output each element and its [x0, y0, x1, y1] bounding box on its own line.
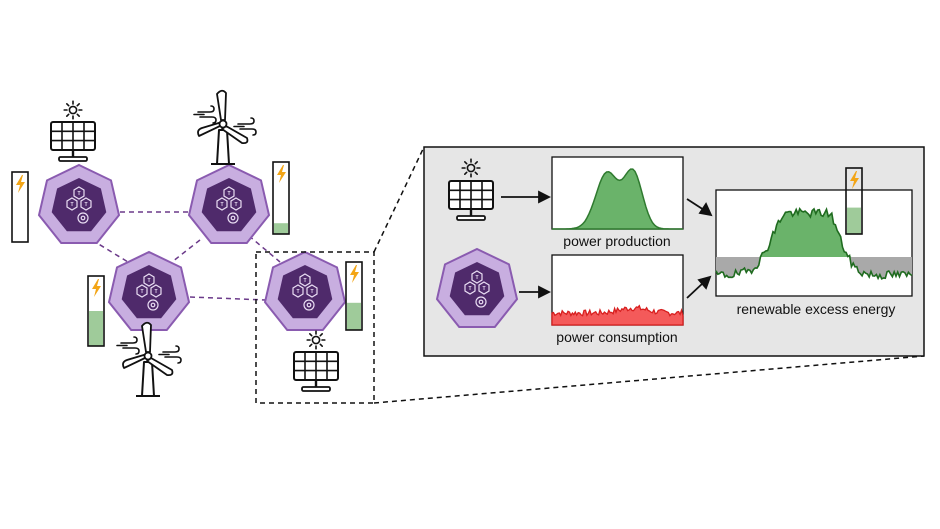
excess-chart: renewable excess energy	[715, 189, 913, 317]
zoom-projection-line	[373, 355, 925, 404]
zoom-selection-box	[255, 251, 375, 404]
link-top-middle	[171, 239, 201, 263]
excess-label: renewable excess energy	[737, 301, 896, 317]
battery-level	[274, 223, 288, 234]
wind-turbine-icon	[197, 89, 249, 165]
flow-arrows	[501, 190, 713, 299]
battery-right	[345, 261, 363, 331]
node-top-icon	[188, 164, 270, 244]
consumption-label: power consumption	[556, 329, 677, 345]
wind-turbine-icon	[122, 321, 174, 397]
link-left-middle	[91, 239, 129, 263]
battery-level	[847, 207, 861, 234]
excess-line	[715, 206, 913, 281]
node-middle-icon	[108, 251, 190, 331]
battery-level	[347, 302, 361, 330]
excess-positive-area	[716, 208, 912, 257]
zoom-projection-line	[373, 146, 425, 253]
battery-panel	[845, 167, 863, 235]
solar-panel-icon	[292, 350, 340, 393]
battery-level	[89, 311, 103, 346]
battery-top	[272, 161, 290, 235]
battery-middle	[87, 275, 105, 347]
detail-panel: power production power consumption renew…	[423, 146, 925, 357]
node-right-icon	[264, 251, 346, 331]
sun-icon	[63, 100, 83, 120]
production-chart: power production	[551, 156, 684, 249]
battery-left	[11, 171, 29, 243]
sun-icon	[306, 330, 326, 350]
consumption-chart: power consumption	[551, 254, 684, 345]
wind-gust-icon	[158, 345, 182, 364]
node-left-icon	[38, 164, 120, 244]
link-middle-right	[189, 296, 267, 301]
lightning-bolt-icon	[350, 265, 359, 283]
wind-gust-icon	[116, 336, 140, 355]
lightning-bolt-icon	[92, 279, 101, 297]
wind-gust-icon	[193, 105, 217, 124]
lightning-bolt-icon	[277, 165, 286, 183]
lightning-bolt-icon	[16, 175, 25, 193]
solar-panel-icon	[49, 120, 97, 163]
production-area	[552, 168, 683, 230]
production-label: power production	[563, 233, 670, 249]
consumption-area	[551, 304, 684, 326]
network-links	[91, 211, 281, 301]
